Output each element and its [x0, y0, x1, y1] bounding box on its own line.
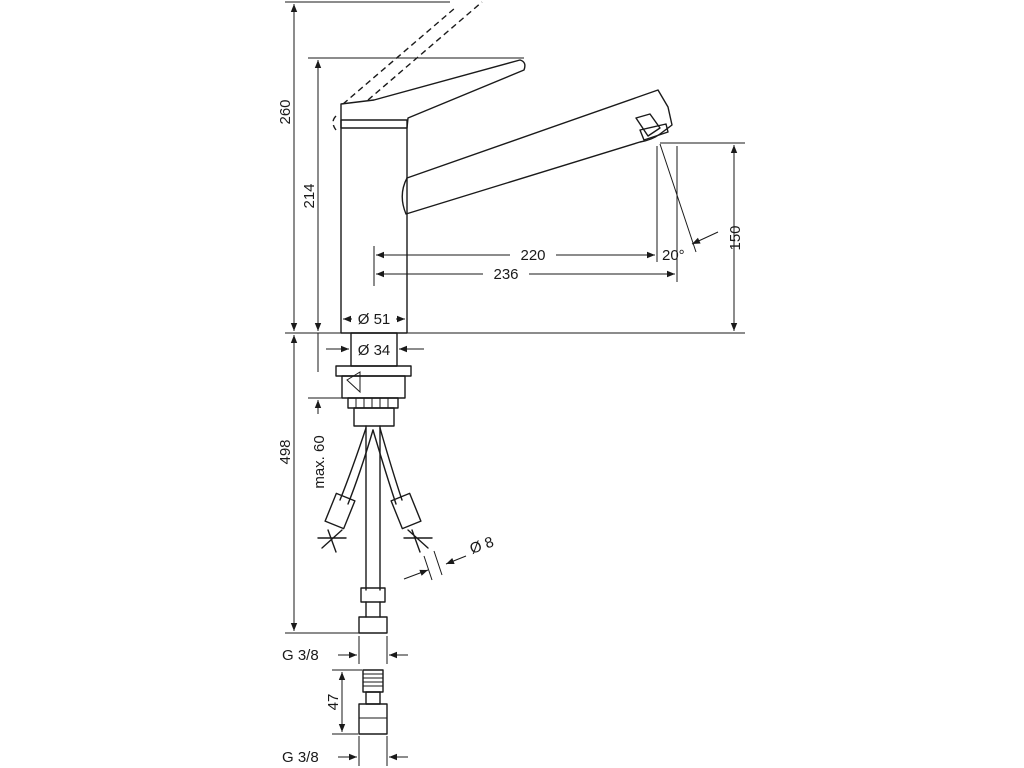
dim-reach-inner: 220 [373, 146, 658, 286]
shank-diameter-label: Ø 34 [358, 342, 391, 359]
dim-reach-outer: 236 [376, 146, 678, 283]
dim-hose-length: 498 [277, 335, 359, 634]
aerator-height-label: 150 [727, 225, 744, 250]
dim-spout-height: 214 [301, 57, 524, 331]
mounting-assembly [335, 332, 412, 427]
thread-top-label: G 3/8 [282, 647, 319, 664]
lever-handle [340, 59, 526, 129]
dim-thread-bottom: G 3/8 [282, 736, 408, 766]
total-height-label: 260 [277, 99, 294, 124]
dim-thread-top: G 3/8 [282, 636, 408, 664]
dim-hose-diameter: Ø 8 [403, 534, 497, 581]
thread-bottom-label: G 3/8 [282, 749, 319, 766]
dim-body-diameter: Ø 51 [343, 310, 405, 328]
hose-length-label: 498 [277, 439, 294, 464]
dim-total-height: 260 [277, 1, 450, 331]
spout [401, 89, 673, 215]
lever-alt-position [332, 1, 483, 131]
dim-swivel-angle: 20° [659, 143, 719, 264]
dim-shank-diameter: Ø 34 [326, 342, 424, 359]
reach-outer-label: 236 [493, 266, 518, 283]
body-diameter-label: Ø 51 [358, 311, 391, 328]
threaded-adapter [358, 669, 388, 735]
hose-diameter-label: Ø 8 [468, 534, 497, 558]
faucet-body [340, 119, 408, 334]
supply-hoses [317, 425, 433, 634]
dim-aerator-height: 150 [660, 142, 745, 331]
reach-inner-label: 220 [520, 247, 545, 264]
dim-counter-thickness: max. 60 [308, 333, 342, 489]
spout-height-label: 214 [301, 183, 318, 208]
counter-thickness-label: max. 60 [311, 435, 328, 488]
swivel-angle-label: 20° [662, 247, 685, 264]
adapter-length-label: 47 [325, 694, 342, 711]
dim-adapter-length: 47 [325, 669, 362, 735]
